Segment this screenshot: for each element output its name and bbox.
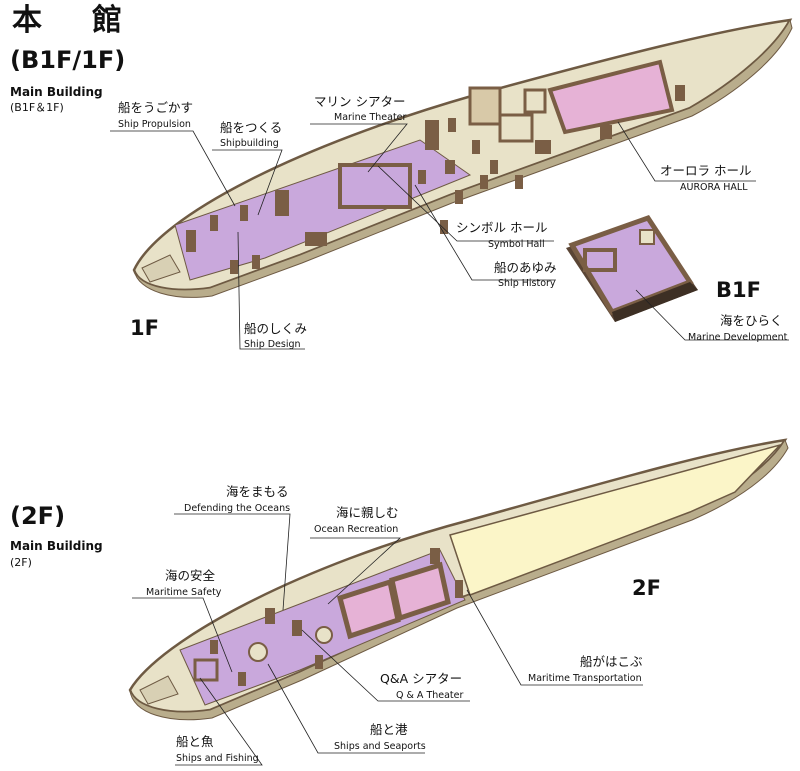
- label-ship-history-jp: 船のあゆみ: [494, 260, 557, 275]
- label-ocean-recreation-en: Ocean Recreation: [314, 524, 399, 535]
- building-name-1f: Main Building: [10, 85, 103, 99]
- label-maritime-safety-en: Maritime Safety: [146, 587, 222, 598]
- label-shipbuilding-jp: 船をつくる: [220, 120, 283, 135]
- label-marine-theater-en: Marine Theater: [334, 112, 407, 123]
- label-qa-theater-jp: Q&A シアター: [380, 671, 463, 686]
- label-ocean-recreation-jp: 海に親しむ: [336, 505, 399, 520]
- section-title-2f: (2F): [10, 502, 66, 530]
- floor-label-2f: 2F: [632, 576, 661, 600]
- label-ships-seaports-jp: 船と港: [370, 722, 408, 737]
- label-ships-seaports-en: Ships and Seaports: [334, 741, 426, 752]
- section-title-b1f-1f: (B1F/1F): [10, 46, 126, 74]
- label-marine-theater-jp: マリン シアター: [314, 94, 406, 109]
- label-ship-history-en: Ship History: [498, 278, 556, 289]
- leader-lines: [110, 121, 789, 766]
- label-shipbuilding-en: Shipbuilding: [220, 138, 279, 149]
- label-maritime-transportation-en: Maritime Transportation: [528, 673, 642, 684]
- page-title: 本 館: [12, 3, 132, 38]
- label-qa-theater-en: Q & A Theater: [396, 690, 464, 701]
- building-sub-2f: (2F): [10, 556, 32, 569]
- label-ship-propulsion-jp: 船をうごかす: [118, 100, 194, 115]
- label-symbol-hall-en: Symbol Hall: [488, 239, 545, 250]
- label-marine-development-en: Marine Development: [688, 332, 788, 343]
- floor-label-b1f: B1F: [716, 278, 761, 302]
- floor-label-1f: 1F: [130, 316, 159, 340]
- label-marine-development-jp: 海をひらく: [720, 313, 783, 328]
- label-ship-propulsion-en: Ship Propulsion: [118, 119, 191, 130]
- label-maritime-transportation-jp: 船がはこぶ: [580, 654, 643, 669]
- label-ship-design-jp: 船のしくみ: [244, 321, 308, 336]
- label-defending-oceans-jp: 海をまもる: [226, 484, 289, 499]
- label-aurora-hall-en: AURORA HALL: [680, 182, 748, 193]
- building-sub-1f: (B1F＆1F): [10, 101, 64, 114]
- label-symbol-hall-jp: シンボル ホール: [456, 220, 548, 235]
- label-defending-oceans-en: Defending the Oceans: [184, 503, 291, 514]
- label-ships-fishing-jp: 船と魚: [176, 734, 214, 749]
- ship-2f: [128, 438, 789, 721]
- label-ships-fishing-en: Ships and Fishing: [176, 753, 259, 764]
- label-aurora-hall-jp: オーロラ ホール: [660, 163, 752, 178]
- label-ship-design-en: Ship Design: [244, 339, 301, 350]
- building-name-2f: Main Building: [10, 539, 103, 553]
- label-maritime-safety-jp: 海の安全: [165, 568, 216, 583]
- ship-1f: [132, 18, 793, 298]
- block-b1f: [566, 214, 698, 322]
